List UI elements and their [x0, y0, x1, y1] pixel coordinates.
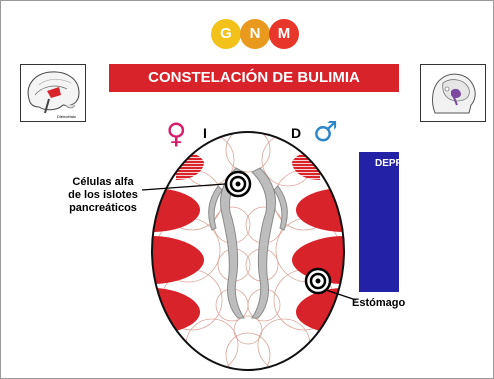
right-hemisphere-label: D: [291, 125, 302, 141]
alpha-cells-pointer: [141, 183, 226, 191]
depressed-status-text: DEPRIMIDO: [375, 158, 432, 169]
brain-head-image: [420, 64, 486, 122]
target-focus-stomach: [304, 267, 332, 295]
page-title: CONSTELACIÓN DE BULIMIA: [109, 64, 399, 92]
brain-sagittal-drawing: Diencéfalo: [27, 71, 80, 119]
gnm-logo: G N M: [211, 19, 301, 49]
left-hemisphere-label: I: [203, 125, 207, 141]
target-focus-alpha-cells: [224, 170, 252, 198]
left-red-fields: [152, 188, 204, 370]
logo-letter-m: M: [269, 19, 299, 49]
logo-letter-n: N: [240, 19, 270, 49]
logo-letter-g: G: [211, 19, 241, 49]
alpha-cells-label: Células alfa de los islotes pancreáticos: [68, 176, 138, 214]
brain-oval-outline: [151, 131, 345, 371]
brain-sagittal-image: Diencéfalo: [20, 64, 86, 122]
central-gray-structure: [208, 167, 288, 319]
stomach-pointer: [325, 289, 357, 301]
depressed-status-box: DEPRIMIDO: [359, 152, 432, 292]
brain-caption: Diencéfalo: [57, 114, 77, 119]
brain-head-drawing: [432, 73, 476, 114]
male-symbol: ♂: [313, 115, 339, 148]
female-symbol: ♀: [166, 117, 187, 150]
stomach-label: Estómago: [352, 297, 406, 309]
